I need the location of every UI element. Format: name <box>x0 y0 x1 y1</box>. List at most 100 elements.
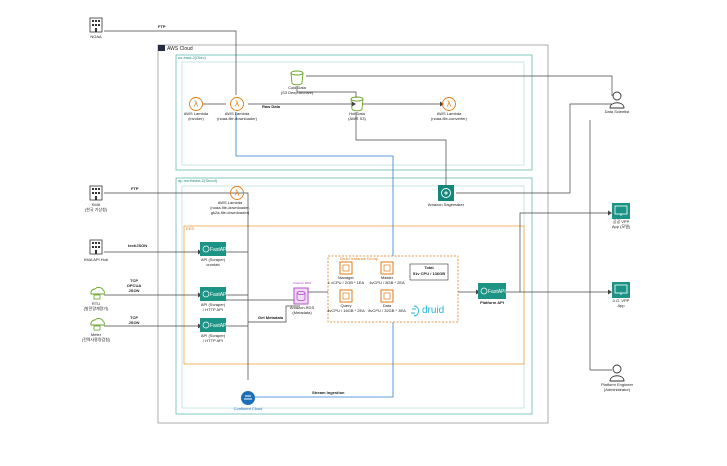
meter-cloud-server-icon <box>90 318 105 331</box>
api3-sub: / HTTP API <box>203 338 223 343</box>
svg-text:FastAPI: FastAPI <box>210 247 228 253</box>
kma-sub-label: (한국 기상청) <box>84 207 108 212</box>
lambda-conv-sub: (noaa-file-converter) <box>430 116 468 121</box>
data-scientist-person-icon <box>609 91 625 109</box>
svg-text:λ: λ <box>235 189 240 198</box>
druid-data-chip-icon <box>380 289 394 303</box>
confluent-label: Confluent Cloud <box>233 406 263 411</box>
kma-hub-building-icon <box>89 239 103 255</box>
druid-manager-label: Manager <box>338 275 354 280</box>
druid-manager-spec: 1 vCPU / 2GB * 1EA <box>327 280 365 285</box>
druid-query-spec: 4vCPU / 16GB * 2EA <box>327 308 365 313</box>
edge-label-json2: JSON <box>128 320 140 325</box>
svg-text:λ: λ <box>194 100 199 109</box>
eks-label: EKS <box>186 226 195 231</box>
rds-badge-label: Amazon RDS <box>292 281 312 285</box>
edge-label-tcp2: TCP <box>130 315 138 320</box>
druid-group-label: Druid Instance Group <box>340 256 379 261</box>
sagemaker-label: Amazon Sagemaker <box>427 202 465 207</box>
region-us-group <box>175 54 533 171</box>
lambda-seoul-label: AWS Lambda <box>217 200 243 205</box>
edge-cold-hot <box>296 86 357 98</box>
rds-label: Amazon RDS <box>289 305 315 310</box>
kma-hub-label: KMA API Hub <box>83 257 109 262</box>
fastapi-api3-badge: FastAPI <box>200 318 228 332</box>
noaa-label: NOAA <box>90 34 102 39</box>
svg-text:λ: λ <box>235 100 240 109</box>
aws-cloud-group <box>157 44 549 424</box>
app1-label: 공공 VPP <box>612 219 630 224</box>
sagemaker-icon <box>438 185 454 201</box>
svg-text:FastAPI: FastAPI <box>210 292 228 298</box>
connectors-blue <box>235 112 394 398</box>
edge-label-tcp1: TCP <box>130 278 138 283</box>
edge-platform-app1 <box>519 212 610 292</box>
lambda-invoker-sub: (invoker) <box>188 116 204 121</box>
kma-label: KMA <box>91 202 101 207</box>
druid-data-spec: 8vCPU / 32GB * 3EA <box>368 308 406 313</box>
kma-building-icon <box>89 185 103 201</box>
hot-data-sub: (AWS S3) <box>348 116 366 121</box>
lambda-conv-label: AWS Lambda <box>436 111 462 116</box>
platform-engineer-person-icon <box>609 364 625 382</box>
fastapi-api1-badge: FastAPI <box>200 242 228 256</box>
edge-engineer <box>589 120 612 371</box>
edge-rds-api3 <box>248 305 300 323</box>
api1-sub: crontab <box>206 262 220 267</box>
rtu-label: RTU <box>91 301 101 306</box>
region-us-label: us-east-2(Ohio) <box>178 55 206 60</box>
api1-label: API (Scraper) <box>200 257 226 262</box>
druid-logo-text: druid <box>422 305 445 316</box>
druid-data-label: Data <box>382 303 392 308</box>
aws-logo-box <box>158 45 165 51</box>
edge-dl-druid <box>235 112 394 256</box>
edge-kma-ftp <box>104 192 249 380</box>
lambda-dl-sub: (noaa-file-downloader) <box>216 116 258 121</box>
lambda-seoul-icon: λ <box>230 186 244 200</box>
platform-engineer-label: Platform Engineer <box>600 382 634 387</box>
edge-sage-scientist <box>456 103 612 194</box>
edge-label-raw-data: Raw Data <box>262 104 281 109</box>
noaa-building-icon <box>89 17 103 33</box>
lambda-seoul-sub: (noaa-file-downloader, <box>210 205 250 210</box>
edge-label-ftp-kma: FTP <box>131 186 139 191</box>
svg-text:FastAPI: FastAPI <box>488 289 506 295</box>
region-us-inner <box>181 61 525 166</box>
druid-query-chip-icon <box>339 289 353 303</box>
rtu-cloud-server-icon <box>90 287 105 300</box>
druid-query-label: Query <box>340 303 352 308</box>
fastapi-api2-badge: FastAPI <box>200 287 228 301</box>
edge-label-stream-ingestion: Stream Ingestion <box>312 390 345 395</box>
platform-engineer-sub: (Administrator) <box>603 387 631 392</box>
edge-label-opcua: OPCUA <box>126 283 142 288</box>
rds-icon <box>293 287 309 305</box>
data-scientist-label: Data Scientist <box>604 109 630 114</box>
edge-label-ftp-noaa: FTP <box>158 24 166 29</box>
fastapi-platform-badge: FastAPI <box>478 283 506 299</box>
druid-master-label: Master <box>380 275 394 280</box>
svg-text:FastAPI: FastAPI <box>210 323 228 329</box>
meter-sub-label: (전력사용량검침) <box>81 337 111 342</box>
edge-label-get-metadata: Get Metadata <box>258 315 284 320</box>
edge-stream-ingestion <box>254 322 394 398</box>
druid-total-title: Total <box>424 265 434 270</box>
s3-cold-bucket-icon <box>290 70 304 86</box>
app2-sub: App <box>617 303 625 308</box>
aws-cloud-label: AWS Cloud <box>167 46 193 52</box>
edge-label-json1: JSON <box>128 288 140 293</box>
druid-logo-icon <box>411 305 419 317</box>
lambda-invoker-icon: λ <box>189 97 203 111</box>
druid-total-box <box>409 263 449 281</box>
lambda-converter-icon: λ <box>442 97 456 111</box>
api2-label: API (Scraper) <box>200 302 226 307</box>
druid-manager-chip-icon <box>339 261 353 275</box>
lambda-dl-label: AWS Lambda <box>224 111 250 116</box>
cold-data-label: Cold Data <box>288 85 306 90</box>
app2-label: 0.G. VPP <box>612 298 630 303</box>
api2-sub: / HTTP API <box>203 307 223 312</box>
region-ap-label: ap-northeast-2(Seoul) <box>178 178 217 183</box>
app1-monitor-icon <box>612 203 630 219</box>
rtu-sub-label: (발전량계량기) <box>83 306 109 311</box>
region-ap-group <box>175 177 533 415</box>
